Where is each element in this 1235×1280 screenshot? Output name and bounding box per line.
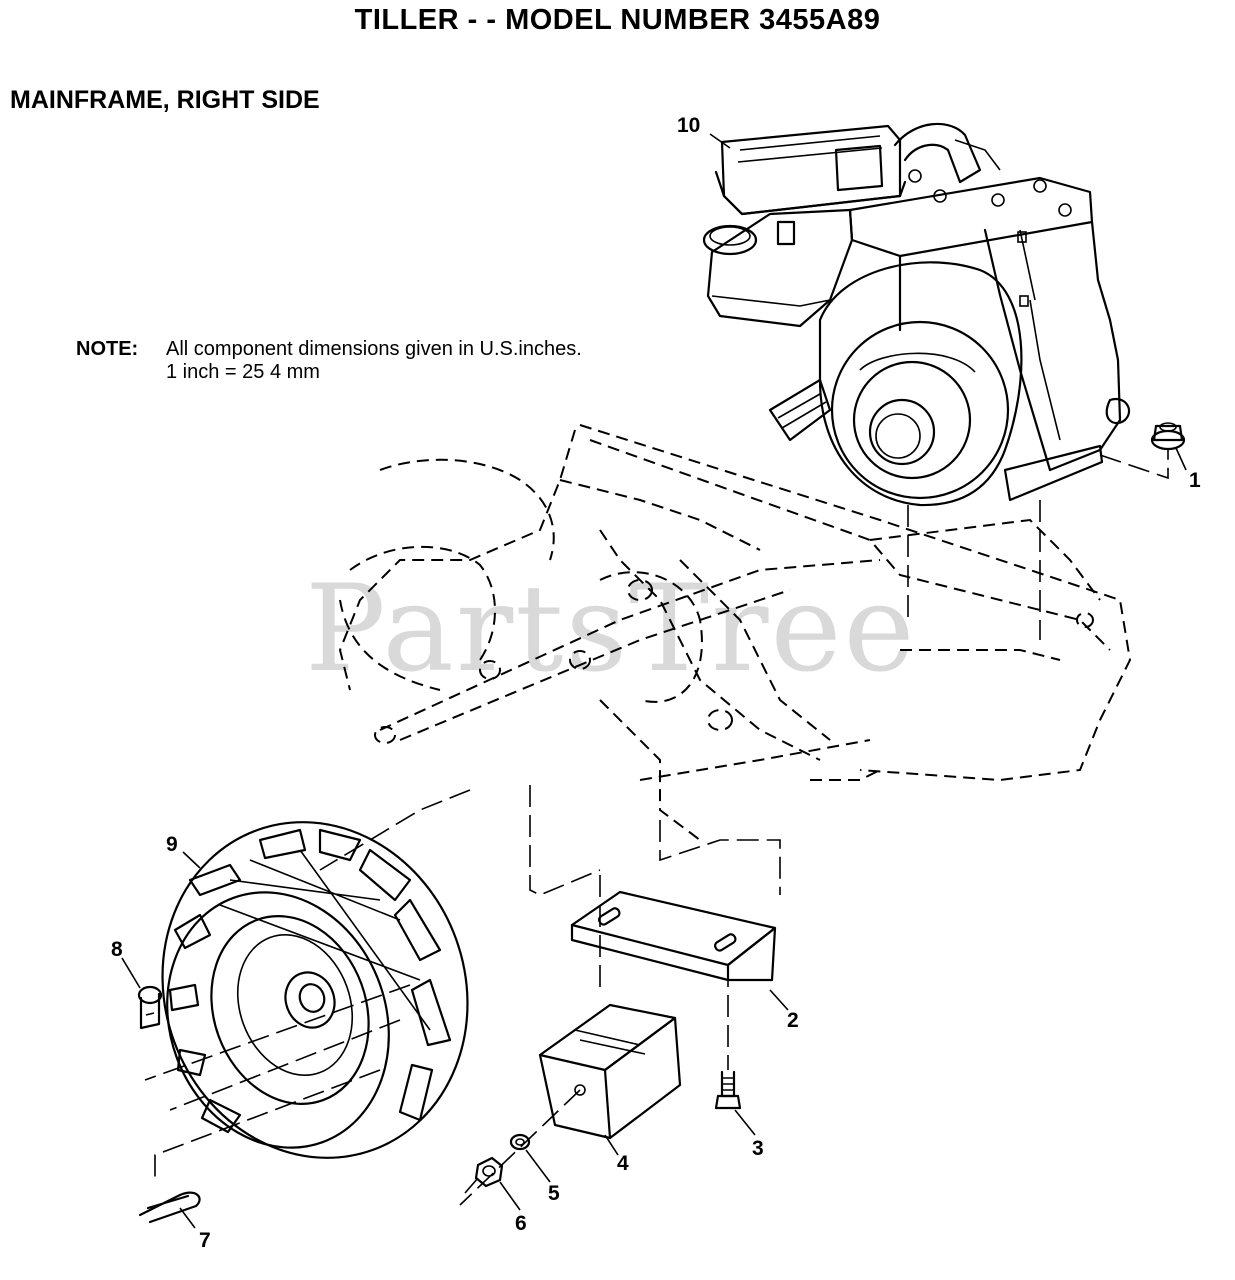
- note-line-2: 1 inch = 25 4 mm: [166, 361, 320, 383]
- callout-2: 2: [787, 1009, 799, 1032]
- callout-5: 5: [548, 1182, 560, 1205]
- callout-numbers: 1 2 3 4 5 6 7 8 9 10: [111, 114, 1201, 1252]
- callout-6: 6: [515, 1212, 527, 1235]
- callout-7: 7: [199, 1229, 211, 1252]
- callout-10: 10: [677, 114, 700, 137]
- callout-4: 4: [617, 1152, 629, 1175]
- lock-washer[interactable]: [509, 1133, 531, 1151]
- flange-nut-1[interactable]: [1150, 422, 1186, 451]
- assembly-lines: [144, 450, 1169, 1206]
- callout-leaders: [121, 133, 1187, 1229]
- hairpin-clip[interactable]: [138, 1191, 201, 1224]
- note: NOTE: All component dimensions given in U…: [76, 338, 582, 384]
- frame-dashed: [338, 424, 1132, 841]
- nut-6[interactable]: [464, 1156, 504, 1194]
- section-title: MAINFRAME, RIGHT SIDE: [10, 86, 320, 114]
- callout-9: 9: [166, 833, 178, 856]
- wheel-tire[interactable]: [116, 779, 514, 1201]
- clevis-pin[interactable]: [137, 985, 163, 1030]
- bracket[interactable]: [570, 890, 777, 982]
- callout-8: 8: [111, 938, 123, 961]
- spacer-block[interactable]: [538, 1003, 682, 1140]
- page-title: TILLER - - MODEL NUMBER 3455A89: [354, 4, 881, 36]
- engine[interactable]: [702, 122, 1131, 507]
- note-line-1: All component dimensions given in U.S.in…: [166, 338, 582, 360]
- callout-3: 3: [752, 1137, 764, 1160]
- bolt[interactable]: [714, 1070, 742, 1110]
- note-label: NOTE:: [76, 338, 139, 360]
- callout-1: 1: [1189, 469, 1201, 492]
